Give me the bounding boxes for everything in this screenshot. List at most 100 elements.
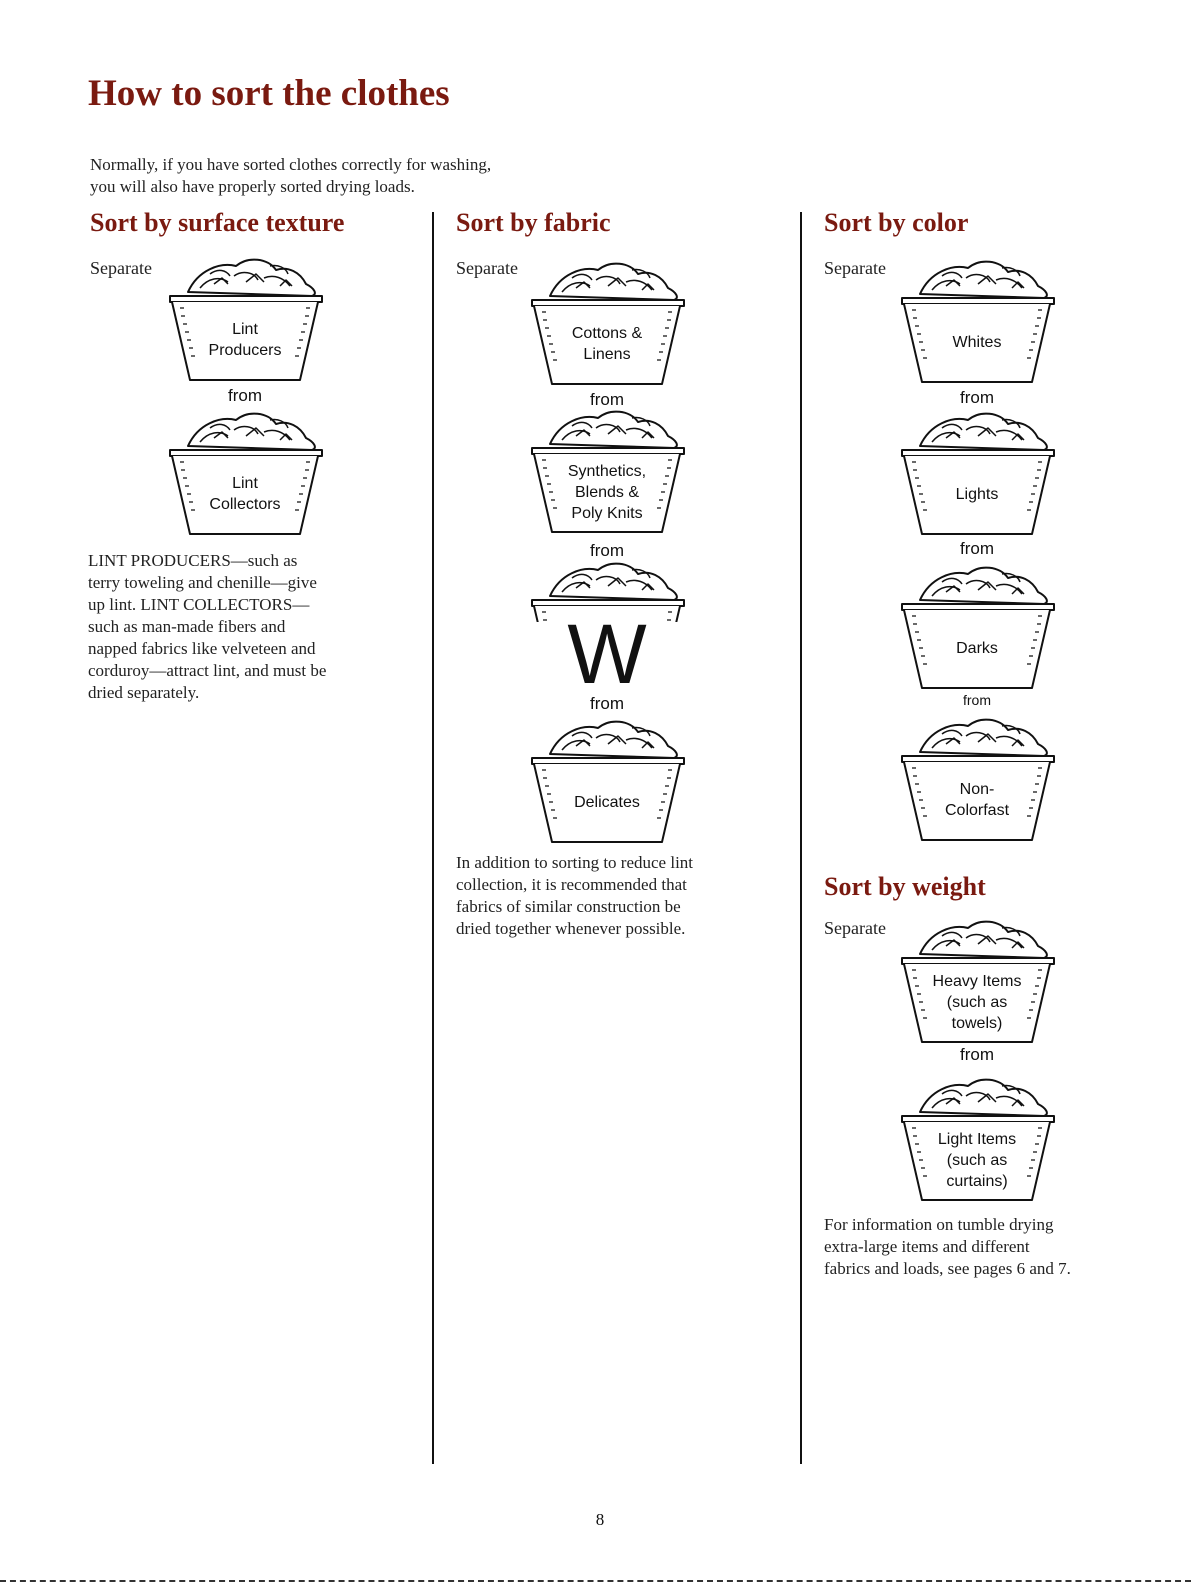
paragraph-line: fabrics and loads, see pages 6 and 7. [824,1259,1071,1278]
basket-label: Whites [922,306,1032,378]
page-bottom-rule [0,1580,1191,1582]
basket-label: Synthetics, Blends & Poly Knits [552,456,662,528]
paragraph-line: fabrics of similar construction be [456,897,681,916]
laundry-basket-icon [531,720,685,843]
laundry-basket-icon [169,412,323,535]
from-label: from [590,390,624,409]
laundry-basket-icon [901,718,1055,841]
paragraph-line: such as man-made fibers and [88,617,286,636]
intro-paragraph: Normally, if you have sorted clothes cor… [90,154,650,198]
fabric-paragraph: In addition to sorting to reduce lint co… [456,852,693,940]
from-label: from [963,692,991,708]
paragraph-line: corduroy—attract lint, and must be [88,661,327,680]
paragraph-line: terry toweling and chenille—give [88,573,317,592]
basket-label-line: Lint [232,321,258,338]
basket-label-line: curtains) [946,1172,1008,1190]
basket-label-line: Lint [232,475,258,492]
paragraph-line: In addition to sorting to reduce lint [456,853,694,872]
intro-line: you will also have properly sorted dryin… [90,177,415,196]
section-color: Sort by color [824,208,968,238]
basket-label: Light Items (such as curtains) [922,1124,1032,1196]
section-heading: Sort by fabric [456,208,611,237]
basket-label-line: Delicates [574,793,640,811]
from-label: from [590,694,624,713]
basket-label-line: Synthetics, [567,462,647,480]
basket-lights: Lights [882,402,1072,542]
column-divider [800,212,802,1464]
from-label: from [960,1045,994,1064]
separate-label: Separate [456,258,518,278]
basket-label-line: (such as [946,993,1008,1011]
from-label: from [228,386,262,405]
laundry-basket-icon [901,1078,1055,1201]
section-heading: Sort by surface texture [90,208,345,237]
basket-label-line: Non- [959,781,995,798]
basket-label-line: Blends & [574,483,640,501]
intro-line: Normally, if you have sorted clothes cor… [90,155,492,174]
laundry-basket-icon [901,920,1055,1043]
paragraph-line: extra-large items and different [824,1237,1030,1256]
basket-label-line: Colorfast [944,802,1010,819]
section-heading: Sort by weight [824,872,986,901]
page-number: 8 [595,1510,605,1529]
basket-label-line: Linens [583,346,631,363]
basket-label-line: Collectors [209,496,281,513]
basket-w-letter: W [567,607,647,701]
basket-label: Lights [922,458,1032,530]
laundry-basket-icon [531,410,685,533]
section-surface-texture: Sort by surface texture [90,208,344,238]
basket-delicates: Delicates [512,710,702,850]
basket-heavy-items: Heavy Items (such as towels) [882,910,1072,1050]
laundry-basket-icon [531,262,685,385]
section-fabric: Sort by fabric [456,208,611,238]
separate-label: Separate [90,258,152,278]
basket-label: Heavy Items (such as towels) [922,966,1032,1038]
paragraph-line: dried together whenever possible. [456,919,686,938]
basket-label-line: Cottons & [571,325,643,342]
section-weight: Sort by weight [824,872,986,902]
basket-synthetics: Synthetics, Blends & Poly Knits [512,400,702,540]
paragraph-line: up lint. LINT COLLECTORS— [88,595,310,614]
laundry-basket-icon [901,566,1055,689]
column-divider [432,212,434,1464]
texture-paragraph: LINT PRODUCERS—such as terry toweling an… [88,550,326,704]
separate-label: Separate [824,918,886,938]
page-title: How to sort the clothes [88,73,450,114]
basket-label-line: Light Items [937,1130,1017,1148]
basket-non-colorfast: Non- Colorfast [882,708,1072,848]
from-label: from [960,539,994,558]
laundry-basket-icon [169,258,323,381]
laundry-basket-top-icon [531,562,685,622]
basket-cottons-linens: Cottons & Linens [512,252,702,392]
basket-label-line: Poly Knits [571,504,643,522]
paragraph-line: collection, it is recommended that [456,875,687,894]
basket-label: Darks [922,612,1032,684]
laundry-basket-icon [901,412,1055,535]
basket-label-line: Darks [956,639,998,657]
paragraph-line: napped fabrics like velveteen and [88,639,316,658]
basket-label-line: Whites [952,333,1002,351]
basket-label-line: (such as [946,1151,1008,1169]
basket-label: Delicates [552,766,662,838]
basket-whites: Whites [882,250,1072,390]
basket-light-items: Light Items (such as curtains) [882,1068,1072,1208]
basket-label-line: Heavy Items [932,972,1022,990]
basket-lint-collectors: Lint Collectors [150,402,340,542]
basket-label: Lint Producers [190,304,300,376]
basket-label: Lint Collectors [190,458,300,530]
basket-label-line: Producers [208,342,282,359]
basket-partial [512,552,702,622]
section-heading: Sort by color [824,208,969,237]
paragraph-line: dried separately. [88,683,200,702]
from-label: from [590,541,624,560]
basket-lint-producers: Lint Producers [150,248,340,388]
weight-paragraph: For information on tumble drying extra-l… [824,1214,1071,1280]
paragraph-line: For information on tumble drying [824,1215,1054,1234]
paragraph-line: LINT PRODUCERS—such as [88,551,298,570]
basket-label: Non- Colorfast [922,764,1032,836]
separate-label: Separate [824,258,886,278]
basket-label: Cottons & Linens [552,308,662,380]
from-label: from [960,388,994,407]
basket-label-line: towels) [951,1014,1003,1032]
laundry-basket-icon [901,260,1055,383]
